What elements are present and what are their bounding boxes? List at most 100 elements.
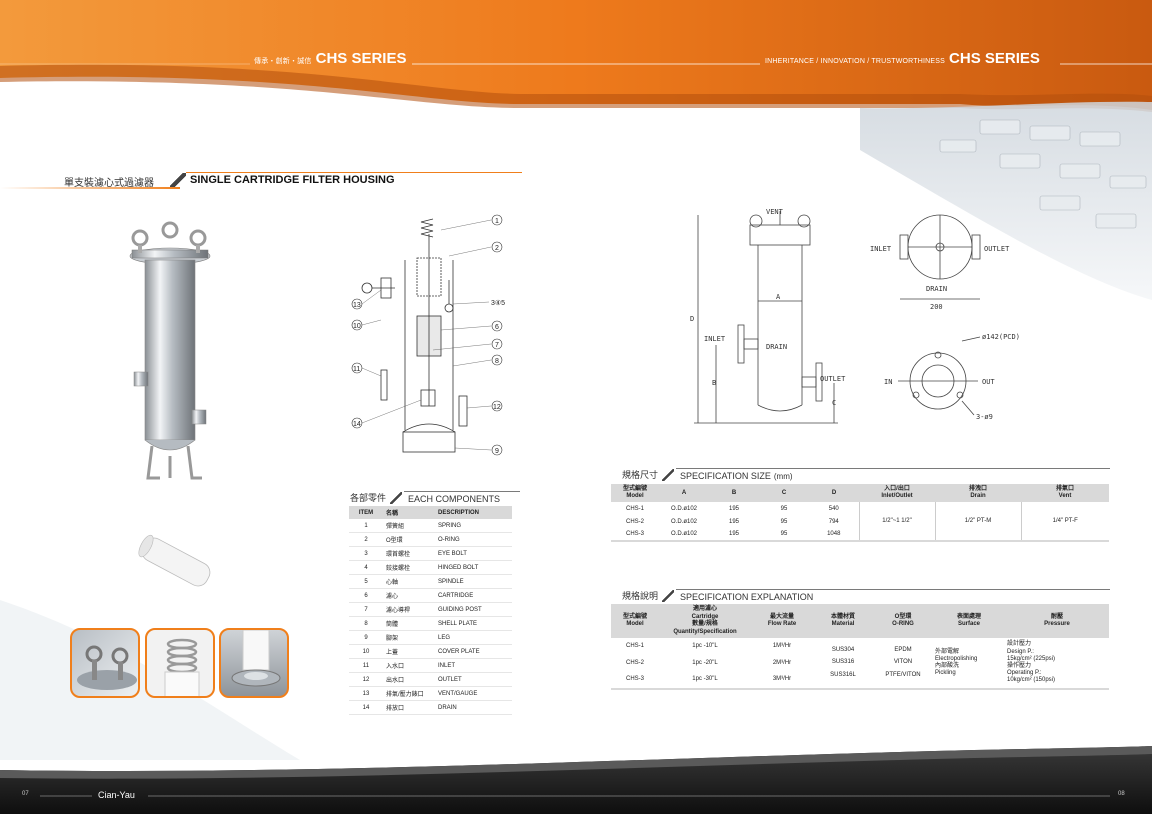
components-heading-rule	[404, 491, 520, 492]
pressure-5: Operating P.:	[1007, 670, 1042, 677]
col-b: B	[709, 484, 759, 503]
oring-3: PTFE/VITON	[885, 671, 921, 678]
surface-3: 內部酸洗	[935, 663, 960, 669]
cell-model: CHS-1	[625, 505, 644, 512]
cell-inlet-outlet: 1/2"~1 1/2"	[858, 502, 935, 542]
cell-flow: 3M³/Hr	[772, 676, 792, 683]
item-no: 10	[349, 644, 383, 659]
callout-12: 12	[493, 404, 501, 411]
header-left-small: 傳承・創新・誠信	[254, 58, 312, 65]
item-no: 12	[349, 672, 383, 687]
cell-model: CHS-3	[625, 676, 644, 683]
thumbnail-spring-image	[164, 638, 200, 696]
col-model-en: Model	[626, 621, 644, 627]
thumbnail-spring	[145, 628, 215, 698]
title-en: SINGLE CARTRIDGE FILTER HOUSING	[190, 174, 395, 186]
spec-expl-heading-en: SPECIFICATION EXPLANATION	[680, 592, 814, 602]
col-press-en: Pressure	[1044, 621, 1070, 627]
cell-model: CHS-2	[625, 659, 644, 666]
col-c: C	[759, 484, 809, 503]
dim-b: B	[712, 379, 716, 387]
callout-11: 11	[353, 366, 360, 373]
col-cart-cn1: 適用濾心	[692, 606, 717, 612]
dim-vent: VENT	[766, 208, 784, 216]
spec-size-rule	[676, 468, 1110, 469]
pressure-3: 15kg/cm² (225psi)	[1007, 655, 1056, 662]
item-no: 13	[349, 686, 383, 701]
col-oring-cn: O型環	[894, 613, 912, 620]
table-row: CHS-2 1pc -20"L 2M³/Hr	[611, 655, 1109, 672]
col-model-cn: 型式編號	[622, 613, 647, 620]
col-oring-en: O-RING	[892, 621, 914, 627]
col-cart-cn2: 數量/規格	[692, 621, 718, 627]
col-a: A	[659, 484, 709, 503]
dim-inlet: INLET	[704, 335, 726, 343]
top-width: 200	[930, 303, 943, 311]
top-view-drawing: INLET OUTLET DRAIN 200 ø142(PCD) IN OUT …	[870, 214, 1020, 421]
item-name: 上蓋	[383, 644, 435, 659]
material-3: SUS316L	[830, 671, 856, 678]
cell-surface: 外部電解 Electropolishing 內部酸洗 Pickling	[933, 638, 1005, 689]
col-drain-cn: 排洩口	[968, 486, 987, 492]
item-no: 5	[349, 574, 383, 589]
cell-a: O.D.ø102	[670, 518, 697, 525]
cell-material: SUS304 SUS316 SUS316L	[813, 638, 873, 689]
col-vent-en: Vent	[1058, 493, 1072, 500]
cell-a: O.D.ø102	[670, 505, 697, 512]
spec-expl-heading: 規格說明 SPECIFICATION EXPLANATION	[622, 589, 1112, 602]
flange-out: OUT	[982, 378, 995, 386]
item-name: 心軸	[383, 574, 435, 589]
col-press-cn: 耐壓	[1050, 613, 1063, 620]
item-no: 8	[349, 616, 383, 631]
spec-size-heading-slash	[662, 469, 675, 481]
col-io-cn: 入口/出口	[884, 486, 910, 492]
cell-vent: 1/4" PT-F	[1020, 502, 1109, 542]
col-io-en: Inlet/Outlet	[881, 493, 913, 500]
header-right-small: INHERITANCE / INNOVATION / TRUSTWORTHINE…	[765, 58, 946, 65]
cell-model: CHS-3	[625, 531, 644, 538]
col-d: D	[809, 484, 859, 503]
thumbnail-base-image	[231, 630, 281, 687]
col-mat-en: Material	[831, 621, 855, 627]
cell-cartridge: 1pc -30"L	[692, 676, 718, 683]
item-no: 9	[349, 630, 383, 645]
item-name: 排氣/壓力錶口	[383, 686, 435, 701]
cell-model: CHS-1	[625, 642, 644, 649]
col-drain-en: Drain	[970, 493, 986, 500]
callout-1: 1	[495, 218, 499, 225]
table-row: CHS-1 1pc -10"L 1M³/Hr SUS304 SUS316 SUS…	[611, 638, 1109, 683]
cell-model: CHS-2	[625, 518, 644, 525]
col-vent-cn: 排氣口	[1055, 486, 1074, 492]
dim-outlet: OUTLET	[820, 375, 846, 383]
callout-8: 8	[495, 358, 499, 365]
item-name: 排放口	[383, 700, 435, 715]
cell-a: O.D.ø102	[670, 531, 697, 538]
item-no: 11	[349, 658, 383, 673]
cell-flow: 1M³/Hr	[772, 642, 792, 649]
item-desc: LEG	[435, 630, 512, 645]
components-heading: 各部零件 EACH COMPONENTS	[350, 491, 520, 504]
col-item: ITEM	[349, 506, 383, 519]
components-heading-slash	[390, 492, 403, 504]
callout-2: 2	[495, 245, 499, 252]
cell-cartridge: 1pc -10"L	[692, 642, 718, 649]
item-desc: GUIDING POST	[435, 602, 512, 617]
item-no: 3	[349, 546, 383, 561]
